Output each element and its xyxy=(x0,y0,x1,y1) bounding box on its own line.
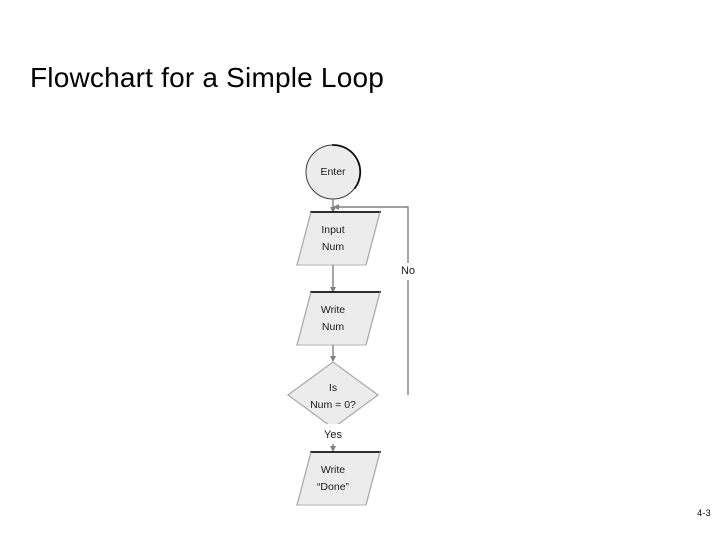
node-enter[interactable]: Enter xyxy=(305,144,362,200)
node-write-done-label-line2: “Done” xyxy=(317,481,350,493)
flowchart-svg: No No Enter Input Num xyxy=(287,144,421,506)
edge-label-no-text: No xyxy=(401,265,415,277)
write-done-light-edges xyxy=(296,451,381,506)
input-num-light-edges xyxy=(296,211,381,266)
page-number: 4-3 xyxy=(697,508,711,518)
write-done-shape xyxy=(296,451,381,506)
node-decision-label-line2: Num = 0? xyxy=(310,399,356,411)
edge-label-yes: Yes xyxy=(324,429,342,441)
write-num-light-edges xyxy=(296,291,381,346)
arrowhead-write-decision xyxy=(330,356,336,362)
flowchart-figure: No No Enter Input Num xyxy=(270,130,440,520)
node-write-num[interactable]: Write Num xyxy=(296,291,381,346)
edge-write-to-decision xyxy=(330,345,336,362)
node-write-num-label-line1: Write xyxy=(321,304,345,316)
node-write-done-label-line1: Write xyxy=(321,464,345,476)
arrowhead-input-write xyxy=(330,287,336,293)
decision-shape xyxy=(287,361,379,429)
node-write-done[interactable]: Write “Done” xyxy=(296,451,381,506)
write-num-shape xyxy=(296,291,381,346)
edge-label-yes-backing xyxy=(320,424,347,444)
node-enter-label: Enter xyxy=(320,166,346,178)
enter-circle-highlight xyxy=(332,144,362,190)
node-input-num-label-line2: Num xyxy=(322,241,344,253)
node-decision-label-line1: Is xyxy=(329,382,337,394)
node-input-num[interactable]: Input Num xyxy=(296,211,381,266)
node-write-num-label-line2: Num xyxy=(322,321,344,333)
page-title: Flowchart for a Simple Loop xyxy=(30,62,385,93)
input-num-shape xyxy=(296,211,381,266)
edge-label-no-backing xyxy=(396,263,421,280)
node-decision[interactable]: Is Num = 0? xyxy=(287,361,379,429)
edge-enter-to-input xyxy=(330,199,336,213)
arrowhead-yes-writedone xyxy=(330,446,336,452)
arrowhead-enter-input xyxy=(330,207,336,213)
edge-input-to-write xyxy=(330,265,336,293)
node-input-num-label-line1: Input xyxy=(321,224,344,236)
